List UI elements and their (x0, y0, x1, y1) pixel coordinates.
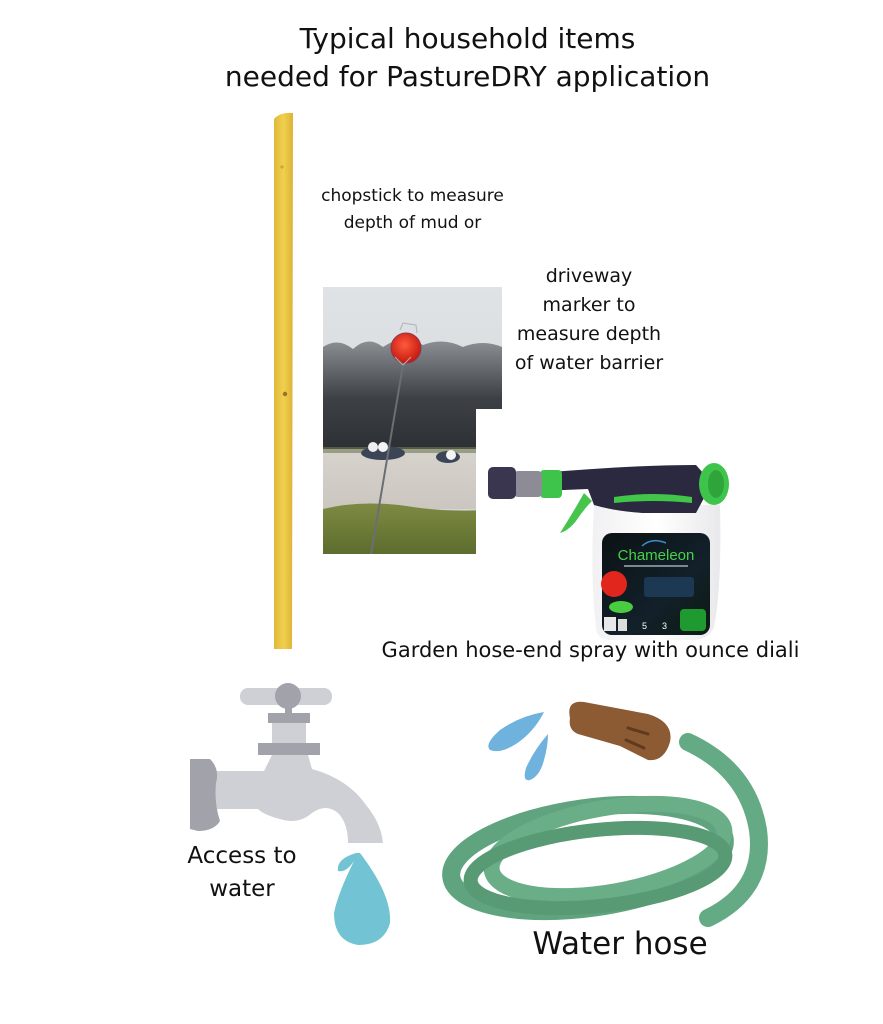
driveway-label-line-4: of water barrier (514, 352, 664, 374)
driveway-marker-photo (323, 287, 502, 554)
water-hose-label: Water hose (532, 926, 708, 962)
svg-text:5: 5 (642, 621, 647, 631)
access-label-line-2: water (209, 876, 275, 902)
driveway-label-line-3: measure depth (516, 323, 662, 345)
hose-end-sprayer-image: Chameleon 5 3 (484, 457, 732, 642)
faucet-icon (188, 683, 393, 945)
title-line-2: needed for PastureDRY application (224, 60, 711, 93)
chopstick-label-line-1: chopstick to measure (321, 186, 504, 206)
driveway-label-line-2: marker to (542, 294, 636, 316)
sprayer-label: Garden hose-end spray with ounce diali (381, 638, 800, 662)
svg-text:3: 3 (662, 621, 667, 631)
page-title: Typical household items needed for Pastu… (0, 20, 883, 96)
access-to-water-label: Access to water (172, 840, 312, 906)
chopstick-label-line-2: depth of mud or (343, 213, 482, 233)
sprayer-brand-text: Chameleon (618, 547, 695, 564)
access-label-line-1: Access to (187, 843, 297, 869)
driveway-label-line-1: driveway (545, 265, 633, 287)
driveway-marker-label: driveway marker to measure depth of wate… (500, 262, 678, 378)
chopstick-image (270, 111, 296, 651)
chopstick-label: chopstick to measure depth of mud or (305, 183, 520, 237)
title-line-1: Typical household items (299, 22, 636, 55)
water-hose-icon (438, 690, 768, 935)
